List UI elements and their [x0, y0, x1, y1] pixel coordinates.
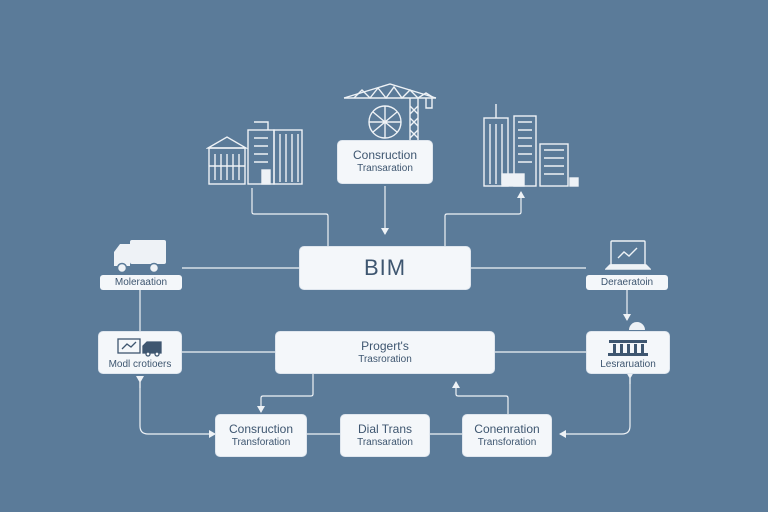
project-line2: Trasroration [358, 353, 412, 365]
right-top-label: Deraeratoin [586, 275, 668, 290]
digital-transformation-node[interactable]: Dial Trans Transaration [340, 414, 430, 457]
left-bottom-label: Modl crotioers [108, 358, 172, 370]
conservation-transformation-node[interactable]: Conenration Transforation [462, 414, 552, 457]
bim-node[interactable]: BIM [299, 246, 471, 290]
conservation-line1: Conenration [474, 421, 540, 436]
delivery-truck-icon [114, 240, 166, 274]
construction-transformation-top-node[interactable]: Consruction Transaration [337, 140, 433, 184]
museum-dome-icon [629, 322, 645, 330]
classical-museum-icon [608, 339, 648, 356]
tower-crane-icon [343, 83, 437, 142]
left-bottom-node[interactable]: Modl crotioers [98, 331, 182, 374]
bim-label: BIM [363, 255, 407, 281]
digital-line1: Dial Trans [357, 421, 413, 436]
construction-top-line2: Transaration [357, 163, 413, 175]
right-bottom-label: Lesraruation [600, 358, 656, 370]
project-line1: Progert's [361, 338, 409, 353]
digital-line2: Transaration [357, 436, 413, 448]
construction-top-line1: Consruction [352, 148, 418, 163]
vehicles-icon [117, 337, 162, 357]
right-bottom-node[interactable]: Lesraruation [586, 331, 670, 374]
construction-transformation-bottom-node[interactable]: Consruction Transforation [215, 414, 307, 457]
construction-bottom-line1: Consruction [228, 421, 294, 436]
construction-bottom-line2: Transforation [231, 436, 291, 448]
project-transformation-node[interactable]: Progert's Trasroration [275, 331, 495, 374]
conservation-line2: Transforation [477, 436, 537, 448]
skyscraper-icon [483, 104, 579, 187]
laptop-icon [605, 240, 651, 270]
library-building-icon [206, 136, 248, 185]
left-top-label: Moleraation [100, 275, 182, 290]
office-building-icon [247, 121, 303, 185]
